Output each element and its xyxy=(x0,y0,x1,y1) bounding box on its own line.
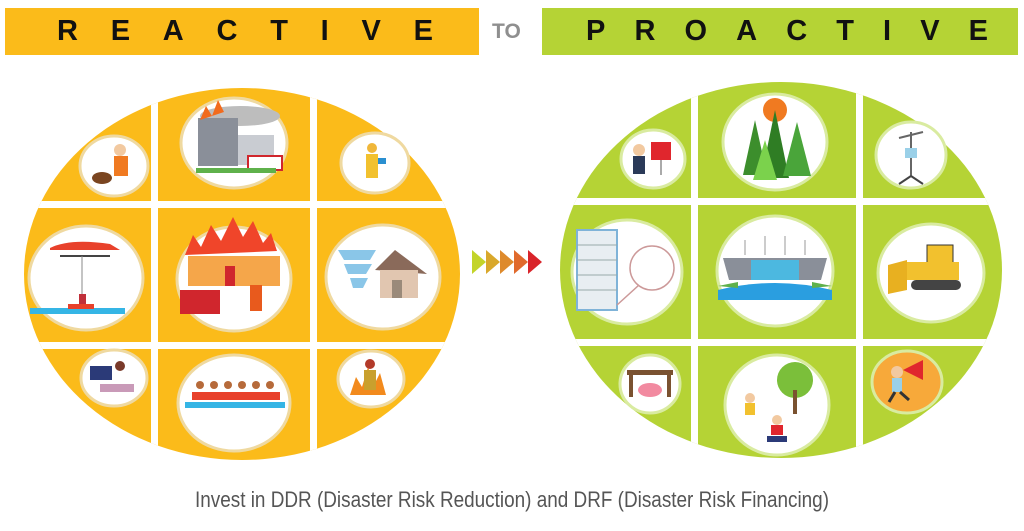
rescue-boat-icon xyxy=(176,353,292,453)
proactive-banner: P R O A C T I V E xyxy=(542,8,1018,55)
letter: T xyxy=(836,15,854,47)
proactive-title: P R O A C T I V E xyxy=(542,15,1018,48)
letter: V xyxy=(920,15,940,47)
letter: C xyxy=(216,15,238,47)
letter: R xyxy=(57,15,78,47)
weather-station-icon xyxy=(874,120,948,190)
letter: E xyxy=(413,15,433,47)
transition-arrows xyxy=(472,250,542,274)
arrow-icon xyxy=(486,250,500,274)
letter: P xyxy=(586,15,606,47)
house-fire-firefighter-icon xyxy=(175,217,293,333)
letter: E xyxy=(110,15,131,47)
helicopter-water-rescue-icon xyxy=(27,224,145,332)
dam-wind-turbines-icon xyxy=(715,214,835,328)
firefighter-first-aid-icon xyxy=(78,134,150,198)
children-planting-trees-icon xyxy=(723,353,831,457)
letter: I xyxy=(320,15,329,47)
to-label: TO xyxy=(492,20,521,43)
reactive-disc xyxy=(24,88,460,460)
cpr-rescue-icon xyxy=(79,348,149,408)
burning-building-fire-truck-icon xyxy=(179,96,289,190)
letter: O xyxy=(684,15,708,47)
presenter-training-icon xyxy=(619,128,687,190)
letter: A xyxy=(736,15,758,47)
letter: C xyxy=(786,15,808,47)
arrow-icon xyxy=(472,250,486,274)
arrow-icon xyxy=(514,250,528,274)
arrow-icon xyxy=(528,250,542,274)
forest-trees-icon xyxy=(721,92,829,192)
letter: I xyxy=(883,15,892,47)
firefighter-rescue-child-icon xyxy=(339,131,411,195)
arrow-icon xyxy=(500,250,514,274)
proactive-disc xyxy=(560,82,1002,458)
firefighter-in-flames-icon xyxy=(336,349,406,409)
reactive-banner: R E A C T I V E xyxy=(5,8,479,55)
letter: R xyxy=(634,15,656,47)
caption: Invest in DDR (Disaster Risk Reduction) … xyxy=(194,487,830,512)
letter: V xyxy=(361,15,381,47)
letter: T xyxy=(270,15,288,47)
tornado-house-icon xyxy=(324,223,442,331)
letter: E xyxy=(968,15,988,47)
letter: A xyxy=(162,15,184,47)
bulldozer-icon xyxy=(876,222,986,324)
building-structural-detail-icon xyxy=(570,218,684,326)
megaphone-alert-icon xyxy=(870,349,944,415)
duck-cover-table-icon xyxy=(618,353,682,415)
reactive-title: R E A C T I V E xyxy=(5,15,479,48)
